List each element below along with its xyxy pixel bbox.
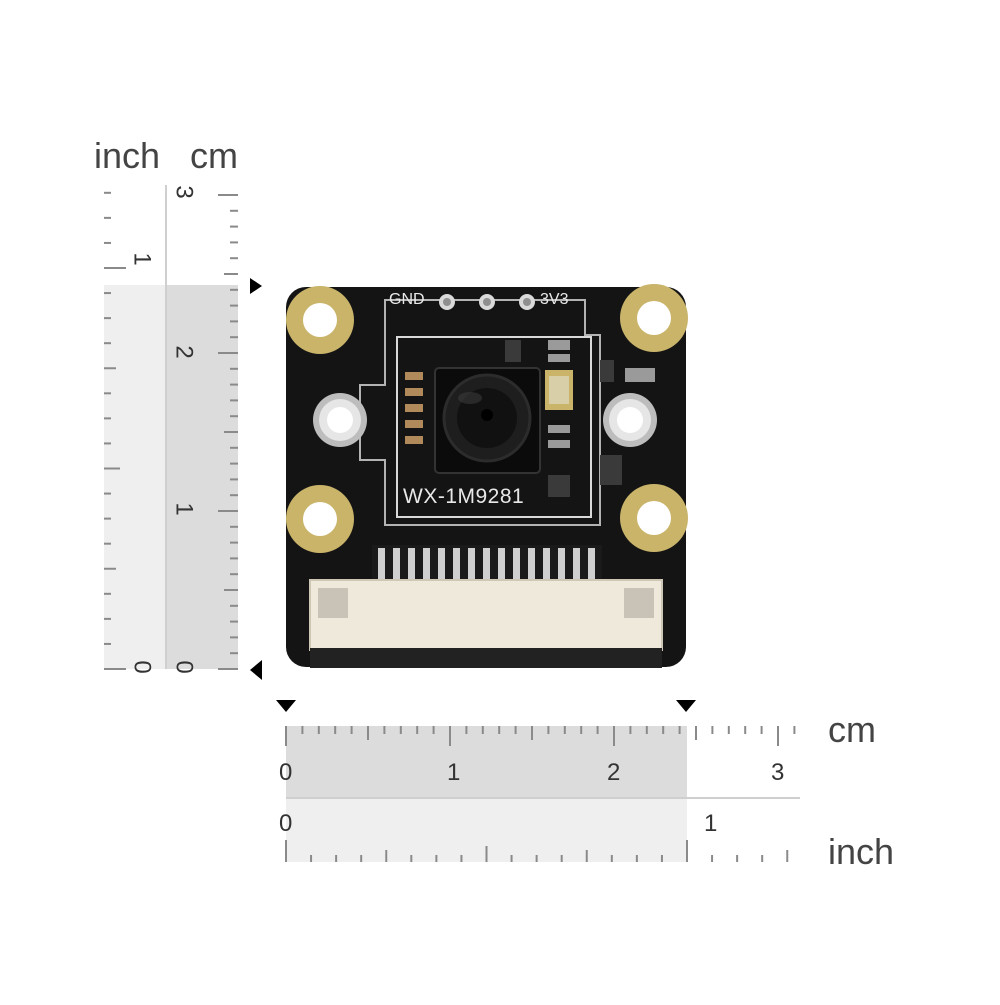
camera-lens	[434, 367, 541, 474]
left-ruler-inch-unit: inch	[94, 135, 161, 176]
bottom-ruler-cm-2: 2	[607, 759, 621, 786]
connector-pin	[408, 548, 415, 582]
connector-pin	[513, 548, 520, 582]
connector-pin	[498, 548, 505, 582]
connector-pin	[558, 548, 565, 582]
header-pins	[439, 294, 535, 310]
smd-components	[405, 340, 655, 497]
bottom-left-marker	[276, 700, 296, 712]
bottom-ruler-inch-ticks	[285, 840, 789, 862]
left-ruler-inch-1: 1	[128, 252, 156, 266]
left-ruler-inch-highlight	[104, 285, 167, 669]
left-ruler-cm-3: 3	[170, 185, 198, 199]
3v3-pin-label: 3V3	[540, 291, 569, 308]
bottom-ruler-cm-1: 1	[447, 759, 461, 786]
left-ruler-cm-2: 2	[170, 345, 198, 359]
left-top-marker	[250, 278, 262, 294]
connector-pin	[393, 548, 400, 582]
bottom-ruler-cm-highlight	[286, 726, 687, 798]
connector-pin	[543, 548, 550, 582]
bottom-ruler-inch-0: 0	[279, 810, 293, 837]
pcb-board	[286, 284, 688, 668]
bottom-ruler	[276, 700, 800, 862]
connector-pin	[423, 548, 430, 582]
connector-pin	[468, 548, 475, 582]
left-ruler	[104, 185, 262, 680]
bottom-ruler-inch-1: 1	[704, 810, 718, 837]
bottom-ruler-cm-ticks	[285, 726, 796, 746]
gnd-pin-label: GND	[389, 291, 425, 308]
silkscreen-frame	[396, 336, 592, 518]
bottom-ruler-cm-unit: cm	[828, 709, 876, 750]
bottom-ruler-cm-3: 3	[771, 759, 785, 786]
left-ruler-cm-1: 1	[170, 502, 198, 516]
left-bottom-marker	[250, 660, 262, 680]
left-ruler-cm-0: 0	[170, 660, 198, 674]
left-ruler-cm-highlight	[167, 285, 238, 669]
connector-pin	[378, 548, 385, 582]
left-ruler-inch-ticks	[104, 191, 126, 670]
fpc-connector	[309, 545, 663, 668]
board-model-text: WX-1M9281	[403, 485, 525, 508]
connector-pin	[453, 548, 460, 582]
bottom-ruler-inch-unit: inch	[828, 831, 895, 872]
connector-pin	[438, 548, 445, 582]
mounting-holes	[286, 284, 688, 553]
bottom-ruler-cm-0: 0	[279, 759, 293, 786]
connector-pin	[528, 548, 535, 582]
left-ruler-cm-ticks	[218, 194, 238, 670]
left-ruler-inch-0: 0	[128, 660, 156, 674]
bottom-right-marker	[676, 700, 696, 712]
connector-pin	[483, 548, 490, 582]
left-ruler-cm-unit: cm	[190, 135, 238, 176]
connector-pin	[588, 548, 595, 582]
connector-pin	[573, 548, 580, 582]
